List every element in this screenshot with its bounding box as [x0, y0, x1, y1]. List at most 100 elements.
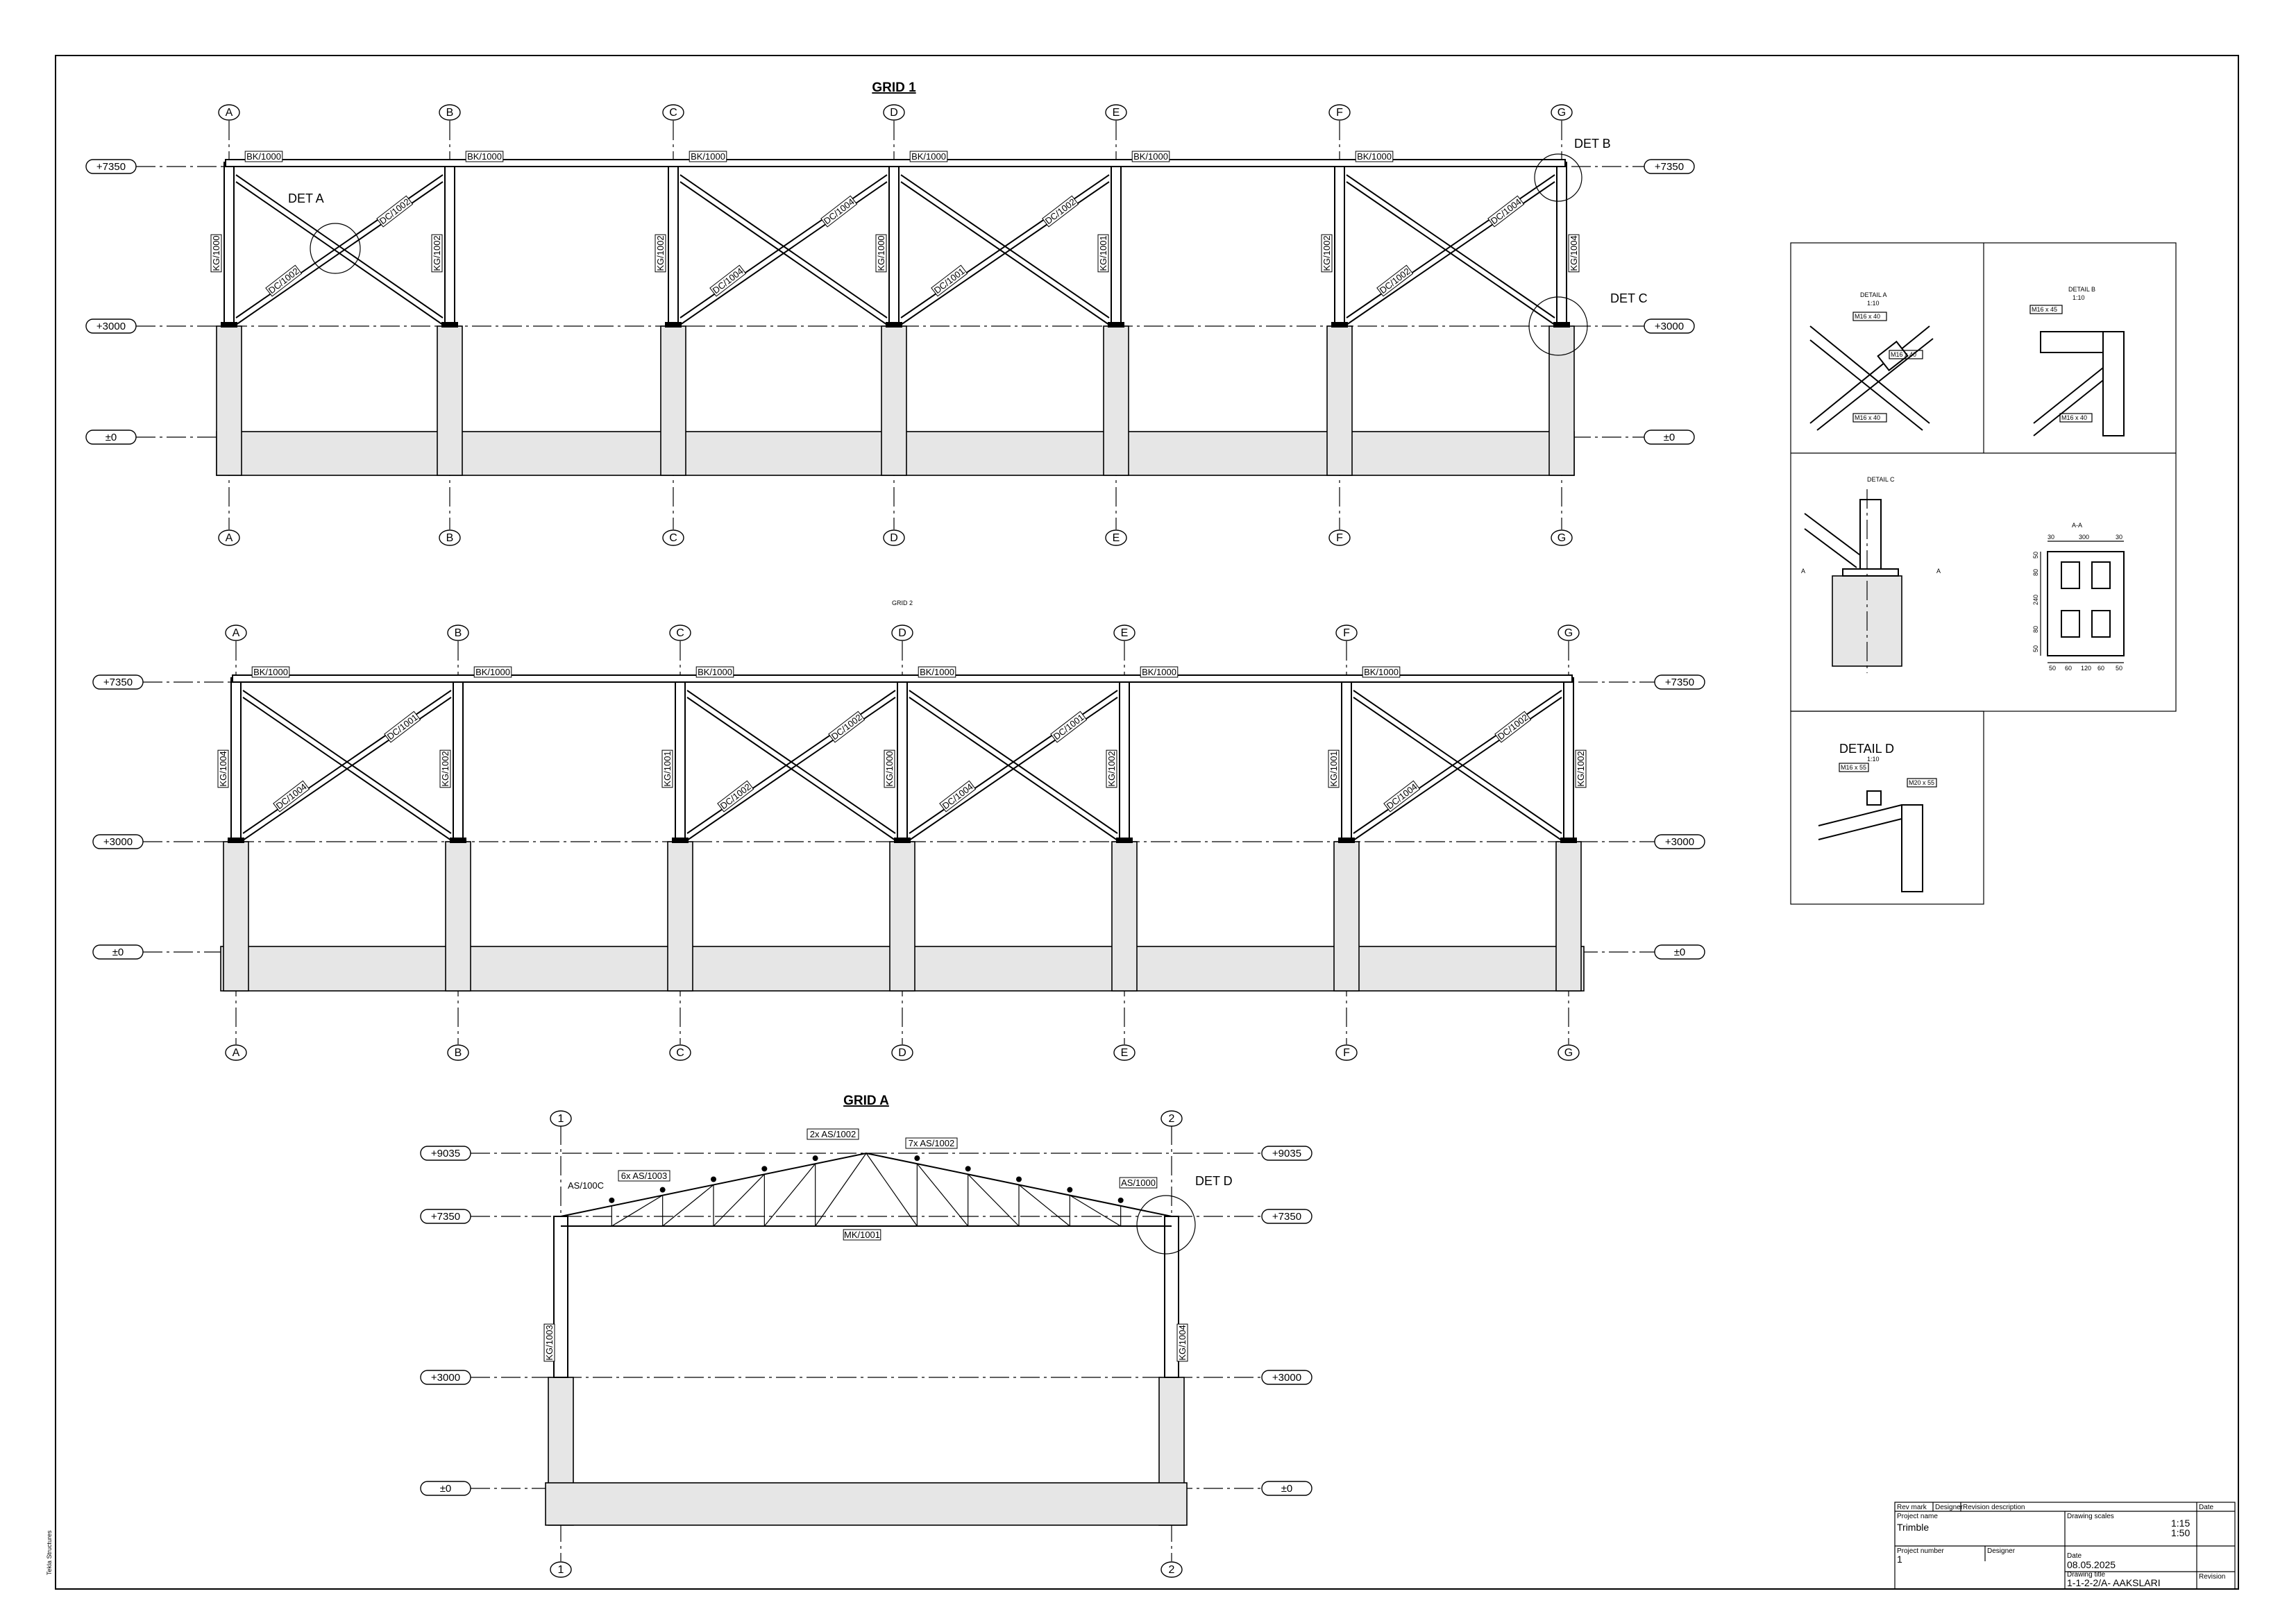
tb-date: 08.05.2025 — [2067, 1559, 2116, 1570]
g2-brace-1-box — [384, 711, 421, 743]
tb-rev-header: Rev mark — [1897, 1504, 1927, 1511]
g1-beam-5: BK/1000 — [1357, 151, 1392, 162]
g2-axis-top-A-bubble — [225, 624, 247, 641]
g2-brace-5-box — [1050, 711, 1088, 743]
g2-column-2: KG/1001 — [662, 751, 673, 786]
g2-axis-top-B: B — [455, 627, 462, 639]
g1-axis-bottom-C-bubble — [662, 529, 684, 546]
g2-column-5-box — [1328, 749, 1340, 788]
tb-client: Trimble — [1897, 1522, 1929, 1533]
purlin — [1067, 1187, 1073, 1193]
g1-beam-0-tag: BK/1000 — [244, 151, 283, 162]
g2-beam-4-tag: BK/1000 — [1140, 666, 1179, 678]
base-plate — [441, 322, 458, 328]
g2-axis-bottom-A-bubble — [225, 1044, 247, 1061]
g1-brace-3: DC/1004 — [822, 196, 856, 226]
concrete-pier — [1111, 841, 1138, 992]
g2-beam-2-tag: BK/1000 — [695, 666, 734, 678]
steel-column — [230, 677, 242, 842]
grid-a-label-left: 6x AS/1003 — [621, 1171, 668, 1181]
g1-column-0: KG/1000 — [211, 235, 221, 271]
g1-beam-1-tag: BK/1000 — [465, 151, 504, 162]
grid-a-axis-bottom-1-bubble — [550, 1561, 572, 1578]
g1-level-left-2-bubble — [85, 430, 137, 445]
g2-level-right-0-bubble — [1654, 674, 1705, 690]
g1-beam-0: BK/1000 — [246, 151, 281, 162]
grid-a-label-top-tag: 2x AS/1002 — [807, 1128, 859, 1140]
steel-column — [1334, 162, 1345, 327]
grid-a-axis-bottom-1: 1 — [558, 1564, 564, 1576]
concrete-pier — [216, 325, 242, 476]
g1-level-left-1-bubble — [85, 318, 137, 334]
g2-level-left-2-bubble — [92, 944, 144, 960]
g2-column-1-tag: KG/1002 — [439, 749, 451, 788]
tb-project-no: 1 — [1897, 1554, 1902, 1565]
grid-a-level-right-2: +3000 — [1272, 1372, 1301, 1384]
g2-axis-bottom-A: A — [233, 1047, 240, 1059]
purlin — [761, 1166, 768, 1172]
grid-a-axis-top-1-bubble — [550, 1110, 572, 1127]
grid-2-elevation: GRID 2+7350+7350+3000+3000±0±0AAKG/1004B… — [92, 600, 1705, 1061]
det-d-circle — [1136, 1195, 1196, 1255]
base-plate — [221, 322, 237, 328]
grid-a-label-left2: AS/100C — [568, 1180, 604, 1191]
g1-axis-top-F: F — [1336, 107, 1343, 119]
g2-column-3-box — [884, 749, 895, 788]
base-plate — [1338, 838, 1355, 843]
dim-bottom-3: 120 — [2081, 665, 2091, 672]
steel-column — [1111, 162, 1122, 327]
base-plate — [672, 838, 689, 843]
grid-1-elevation: GRID 1+7350+7350+3000+3000±0±0AAKG/1000B… — [85, 80, 1695, 546]
steel-column — [223, 162, 235, 327]
g2-column-4: KG/1002 — [1106, 751, 1117, 786]
g2-brace-1-tag: DC/1001 — [384, 711, 421, 743]
g2-brace-4-box — [717, 780, 754, 813]
grid-a-label-bottom-chord: MK/1001 — [844, 1230, 880, 1240]
g2-column-6: KG/1002 — [1576, 751, 1586, 786]
grid-a-level-left-2: +3000 — [431, 1372, 460, 1384]
detail-a-bolt-1: M16 x 40 — [1855, 313, 1880, 320]
grid-a-level-right-3-bubble — [1261, 1481, 1312, 1496]
detail-b-title: DETAIL B — [2068, 286, 2095, 293]
g1-column-3-box — [875, 234, 887, 273]
g1-axis-top-F-bubble — [1328, 104, 1351, 121]
detail-b: DETAIL B 1:10 M16 x 45 M16 x 40 — [2029, 286, 2125, 436]
det-b-label: DET B — [1574, 137, 1611, 151]
tb-title: 1-1-2-2/A- AAKSLARI — [2067, 1577, 2161, 1588]
g1-brace-5: DC/1002 — [1043, 196, 1078, 226]
truss-diagonal — [1018, 1184, 1070, 1227]
g1-level-right-1-bubble — [1644, 318, 1695, 334]
g1-axis-top-E: E — [1113, 107, 1120, 119]
g2-axis-top-C: C — [676, 627, 684, 639]
g1-axis-bottom-F: F — [1336, 532, 1343, 544]
grid-a-label-top-box — [807, 1128, 859, 1140]
g2-axis-top-A: A — [233, 627, 240, 639]
concrete-pier — [1333, 841, 1360, 992]
grid-a-axis-top-2: 2 — [1169, 1113, 1175, 1125]
g1-beam-3: BK/1000 — [911, 151, 946, 162]
g1-axis-bottom-A-bubble — [218, 529, 240, 546]
g1-level-left-0: +7350 — [96, 161, 126, 173]
g2-beam-3: BK/1000 — [920, 667, 954, 677]
g1-beam-0-box — [244, 151, 283, 162]
steel-column — [888, 162, 900, 327]
g2-axis-bottom-D-bubble — [891, 1044, 913, 1061]
g1-beam-5-tag: BK/1000 — [1355, 151, 1394, 162]
g2-brace-7: DC/1002 — [1496, 712, 1530, 742]
g2-brace-3: DC/1002 — [829, 712, 864, 742]
top-chord — [560, 1152, 1172, 1217]
g1-column-2: KG/1002 — [655, 235, 666, 271]
steel-column — [668, 162, 679, 327]
g1-axis-top-C-bubble — [662, 104, 684, 121]
steel-column — [553, 1216, 568, 1378]
g1-level-left-0-bubble — [85, 159, 137, 174]
g2-axis-top-E-bubble — [1113, 624, 1136, 641]
g1-beam-2-box — [689, 151, 727, 162]
g2-axis-top-G: G — [1564, 627, 1573, 639]
grid-a-level-left-1: +7350 — [431, 1211, 460, 1223]
grid-a-label-right: AS/1000 — [1121, 1178, 1156, 1188]
g2-axis-bottom-G: G — [1564, 1047, 1573, 1059]
grid-a-label-left-tag: 6x AS/1003 — [618, 1170, 670, 1182]
g2-column-0-box — [217, 749, 229, 788]
g1-axis-top-B-bubble — [439, 104, 461, 121]
